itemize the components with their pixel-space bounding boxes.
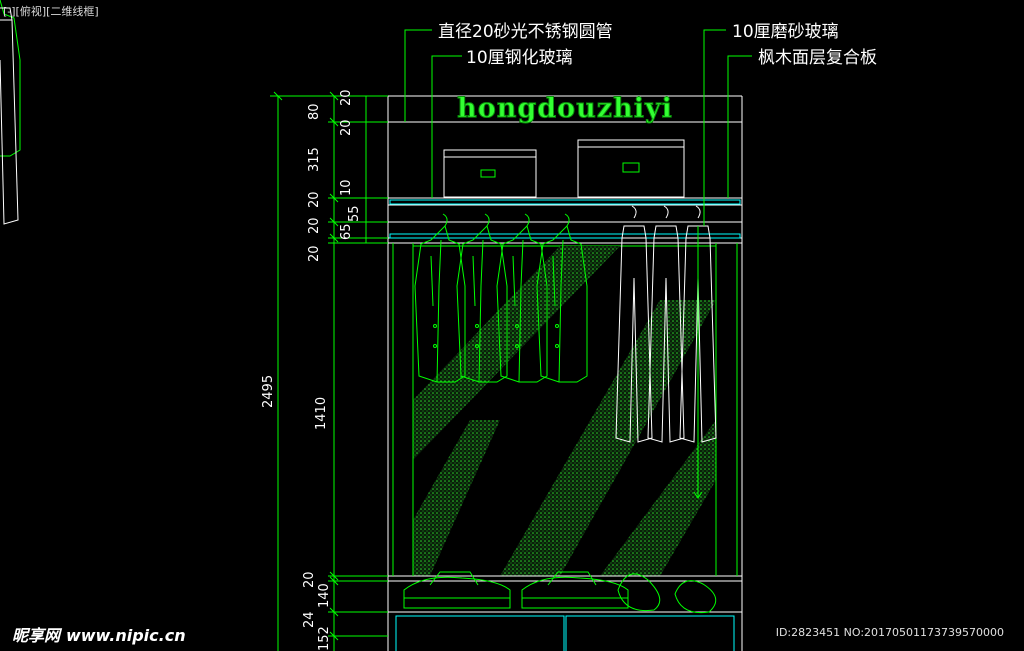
dim-20c: 20: [307, 245, 322, 262]
side-panels: [389, 199, 741, 576]
dim-24: 24: [302, 611, 317, 628]
dimension-labels: 2495 80 315 20 20 20 1410 20 140 24 152 …: [261, 89, 362, 651]
hanging-trousers: [0, 0, 717, 443]
folded-clothes: [403, 571, 717, 614]
dim-20a: 20: [307, 191, 322, 208]
viewport-label[interactable]: [-][俯视][二维线框]: [3, 5, 99, 18]
storage-box-right: [577, 139, 685, 198]
label-tempered-glass: 10厘钢化玻璃: [466, 48, 573, 68]
mirror-panel: [412, 245, 717, 577]
watermark-logo: 昵享网: [12, 626, 61, 645]
leader-lines: [404, 29, 752, 499]
label-frosted-glass: 10厘磨砂玻璃: [732, 22, 839, 42]
dim-right-65: 65: [339, 223, 354, 240]
dim-80: 80: [307, 103, 322, 120]
dim-152: 152: [317, 626, 332, 651]
brand-text: hongdouzhiyi: [457, 93, 673, 124]
watermark-url: www.nipic.cn: [65, 626, 186, 645]
wardrobe-frame: [387, 95, 743, 651]
dim-right-20b: 20: [339, 119, 354, 136]
dim-right-10: 10: [339, 179, 354, 196]
hanging-shirts: [0, 0, 588, 383]
dim-20d: 20: [302, 571, 317, 588]
storage-box-left: [443, 149, 537, 198]
dim-140: 140: [317, 583, 332, 608]
label-maple-board: 枫木面层复合板: [758, 48, 877, 68]
drawer-row: [395, 615, 735, 651]
dim-right-20a: 20: [339, 89, 354, 106]
dim-total: 2495: [261, 375, 276, 408]
watermark: 昵享网 www.nipic.cn: [12, 622, 186, 646]
annotation-labels: 直径20砂光不锈钢圆管 10厘钢化玻璃 10厘磨砂玻璃 枫木面层复合板: [438, 22, 877, 68]
dimension-lines: [270, 91, 388, 651]
label-tube: 直径20砂光不锈钢圆管: [438, 22, 613, 42]
dim-1410: 1410: [314, 397, 329, 430]
image-id-line: ID:2823451 NO:20170501173739570000: [775, 626, 1004, 639]
dim-315: 315: [307, 147, 322, 172]
dim-20b: 20: [307, 217, 322, 234]
dim-right-55: 55: [347, 205, 362, 222]
